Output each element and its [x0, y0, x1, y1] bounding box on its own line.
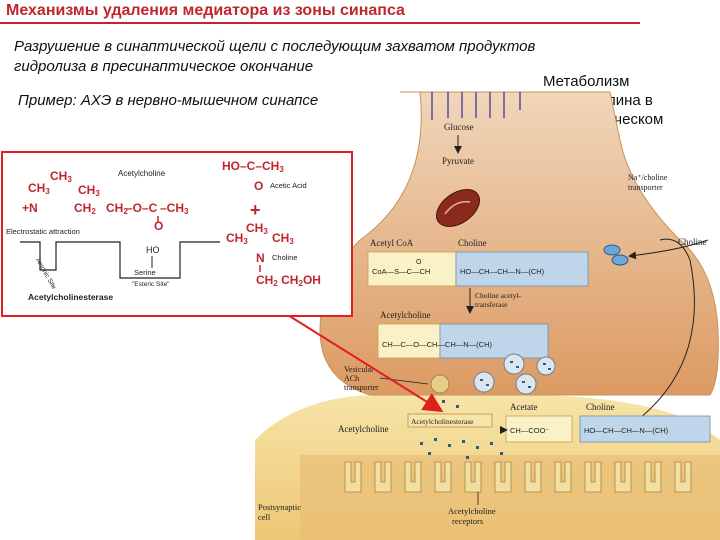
slide-title: Механизмы удаления медиатора из зоны син…	[6, 2, 405, 19]
chat-label-1: Choline acetyl-	[475, 291, 522, 300]
intro-line-1: Разрушение в синаптической щели с послед…	[14, 38, 536, 55]
postsynaptic-label-1: Postsynaptic	[258, 502, 301, 512]
inset-plus: +	[250, 200, 261, 220]
ach-formula: CH—C—O—CH—CH—N—(CH)	[382, 340, 492, 349]
inset-serine: Serine	[134, 268, 156, 277]
example-text: Пример: АХЭ в нервно-мышечном синапсе	[18, 92, 319, 109]
na-choline-transporter-2: transporter	[628, 183, 663, 192]
ach-cleft-label: Acetylcholine	[338, 424, 388, 434]
inset-ch3-top: CH3	[50, 169, 72, 184]
inset-ch3-right: CH3	[78, 183, 100, 198]
inset-acetic-acid-label: Acetic Acid	[270, 181, 307, 190]
choline-transporter	[603, 244, 629, 266]
inset-acetic-acid-o: O	[254, 179, 263, 193]
choline-bottom-box	[579, 415, 711, 443]
inset-ch2-1: CH2	[74, 201, 96, 216]
ache-label: Acetylcholinesterase	[411, 417, 474, 426]
inset-n-plus: +N	[22, 201, 38, 215]
inset-ch2-2: CH2	[106, 201, 128, 216]
inset-choline-ch3-left: CH3	[226, 231, 248, 246]
vesicular-transporter-2: ACh	[344, 374, 359, 383]
metabolism-line-1: Метаболизм	[543, 73, 630, 90]
acetyl-coa-label: Acetyl CoA	[370, 238, 414, 248]
receptors-label-2: receptors	[452, 516, 483, 526]
inset-ache-label: Acetylcholinesterase	[28, 292, 113, 302]
ach-label-top: Acetylcholine	[380, 310, 430, 320]
choline-formula: HO—CH—CH—N—(CH)	[460, 267, 545, 276]
acetate-formula: CH—COO⁻	[510, 426, 549, 435]
inset-choline-ch3-right: CH3	[272, 231, 294, 246]
vesicular-transporter-3: transporter	[344, 383, 379, 392]
mitochondrion	[436, 189, 480, 227]
inset-ch3-end: –CH3	[160, 201, 189, 216]
inset-choline-ch2oh: CH2 CH2OH	[256, 273, 321, 288]
pyruvate-label: Pyruvate	[442, 156, 474, 166]
choline-formula-bottom: HO—CH—CH—N—(CH)	[584, 426, 669, 435]
inset-ester-o: –O–C	[126, 201, 158, 215]
synaptic-vesicles	[430, 353, 556, 395]
choline-bottom-label: Choline	[586, 402, 615, 412]
inset-choline-ch3-top: CH3	[246, 221, 268, 236]
enzyme-surface	[20, 241, 220, 279]
choline-box	[455, 251, 589, 287]
coa-formula: CoA—S—C—CH	[372, 267, 430, 276]
chat-label-2: transferase	[475, 300, 508, 309]
acetate-box	[505, 415, 573, 443]
inset-carbonyl-o: O	[154, 219, 163, 233]
inset-esteric-site: "Esteric Site"	[132, 281, 170, 288]
ache-label-box	[407, 413, 493, 428]
ach-blue-box	[439, 323, 549, 359]
inset-border	[1, 151, 353, 317]
axon-fibers	[431, 92, 521, 120]
inset-acetic-acid-formula: HO–C–CH3	[222, 159, 284, 174]
ach-molecules	[420, 400, 503, 459]
na-choline-transporter-1: Na⁺/choline	[628, 173, 668, 182]
receptors-label-1: Acetylcholine	[448, 506, 496, 516]
callout-arrow	[282, 311, 444, 413]
acetate-label: Acetate	[510, 402, 537, 412]
inset-choline-label: Choline	[272, 253, 297, 262]
choline-right-label: Choline	[678, 237, 707, 247]
inset-acetylcholine-label: Acetylcholine	[118, 169, 166, 178]
inset-ch3-left: CH3	[28, 181, 50, 196]
glucose-label: Glucose	[444, 122, 474, 132]
inset-choline-n: N	[256, 251, 265, 265]
choline-uptake-curve	[628, 239, 709, 260]
title-underline	[0, 22, 640, 24]
choline-reuptake-curve	[639, 238, 695, 419]
intro-line-2: гидролиза в пресинаптическое окончание	[14, 58, 314, 75]
postsynaptic-label-2: cell	[258, 512, 271, 522]
ache-mechanism-inset: Acetylcholine CH3 CH3 CH3 +N CH2 CH2 –O–…	[1, 151, 353, 317]
presynaptic-terminal	[319, 91, 719, 396]
coa-carbonyl-o: O	[416, 259, 422, 266]
inset-electrostatic: Electrostatic attraction	[6, 227, 80, 236]
choline-label-top: Choline	[458, 238, 487, 248]
acetylcholine-receptors	[344, 461, 692, 493]
vesicular-transporter-1: Vesicular	[344, 365, 374, 374]
inset-ho: HO	[146, 245, 160, 255]
